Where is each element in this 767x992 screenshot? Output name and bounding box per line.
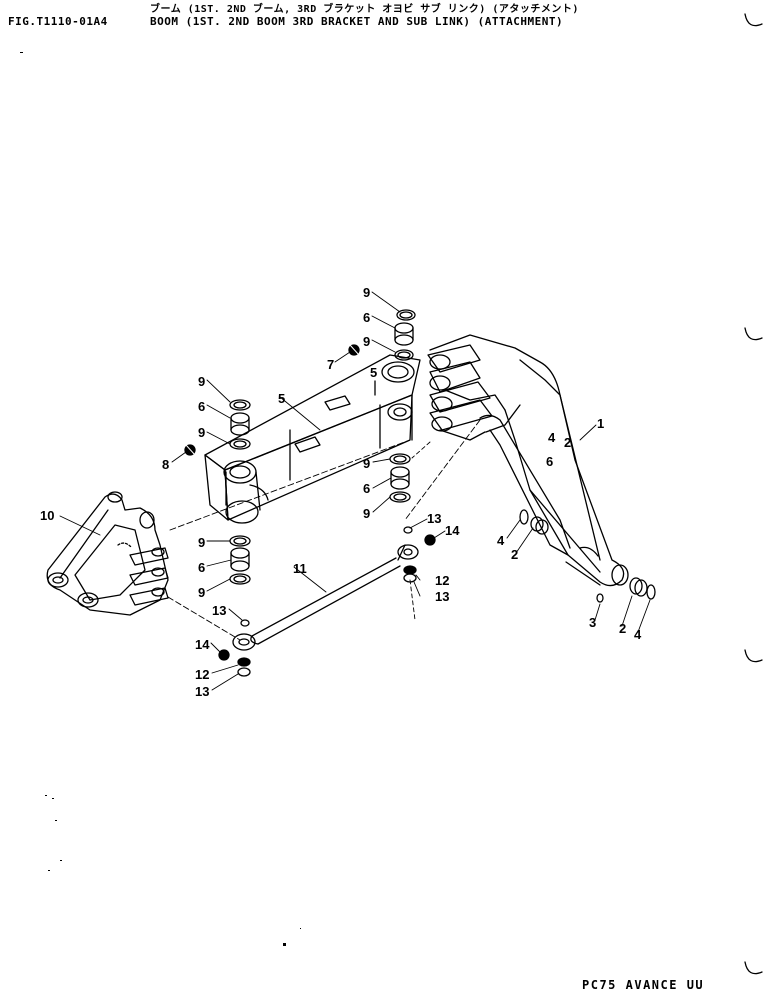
callout-8: 8 [162, 457, 169, 472]
callout-5: 5 [278, 391, 285, 406]
callout-9-left-3: 9 [198, 535, 205, 550]
callout-13-left-top: 13 [212, 603, 226, 618]
part-1-first-boom: 4 2 6 [427, 334, 629, 587]
stack-left-upper-bushings [229, 399, 251, 450]
stack-top-bushings [394, 309, 416, 361]
svg-text:4: 4 [548, 430, 556, 445]
callout-2-upper: 2 [511, 547, 518, 562]
scan-specks [20, 52, 301, 946]
boom-foot-pins [519, 509, 656, 603]
svg-text:6: 6 [546, 454, 553, 469]
callout-labels: 1 2 2 3 4 4 5 6 6 6 6 7 8 9 9 9 9 9 9 9 … [40, 285, 642, 699]
footer-model: PC75 AVANCE UU [582, 978, 705, 992]
callout-6-right: 6 [363, 481, 370, 496]
callout-2-lower: 2 [619, 621, 626, 636]
grease-fittings [184, 344, 360, 456]
binder-marks [744, 13, 763, 975]
callout-9-right-1: 9 [363, 456, 370, 471]
callout-9-top-2: 9 [363, 334, 370, 349]
callout-9-left-1: 9 [198, 374, 205, 389]
svg-text:5: 5 [370, 365, 377, 380]
callout-9-left-2: 9 [198, 425, 205, 440]
callout-9-right-2: 9 [363, 506, 370, 521]
callout-13-right-top: 13 [427, 511, 441, 526]
callout-6-left-lower: 6 [198, 560, 205, 575]
callout-12-right: 12 [435, 573, 449, 588]
callout-7: 7 [327, 357, 334, 372]
title-english: BOOM (1ST. 2ND BOOM 3RD BRACKET AND SUB … [150, 15, 564, 28]
callout-14-right: 14 [445, 523, 460, 538]
leader-lines [59, 291, 651, 691]
callout-3: 3 [589, 615, 596, 630]
callout-1: 1 [597, 416, 604, 431]
callout-9-top-1: 9 [363, 285, 370, 300]
figure-id: FIG.T1110-01A4 [8, 15, 108, 28]
callout-13-right-bottom: 13 [435, 589, 449, 604]
stack-left-lower-bushings [229, 535, 251, 585]
callout-4-lower: 4 [634, 627, 642, 642]
title-japanese: ブーム (1ST. 2ND ブーム, 3RD ブラケット オヨビ サブ リンク)… [150, 4, 579, 15]
callout-4-upper: 4 [497, 533, 505, 548]
callout-14-left: 14 [195, 637, 210, 652]
callout-9-left-4: 9 [198, 585, 205, 600]
link-pin-parts [218, 526, 436, 677]
part-5-second-boom: 5 [204, 354, 421, 524]
callout-12-left: 12 [195, 667, 209, 682]
svg-text:2: 2 [564, 435, 571, 450]
part-11-sub-link [232, 544, 419, 651]
callout-11: 11 [293, 561, 307, 576]
callout-13-left-bottom: 13 [195, 684, 209, 699]
callout-6-left-upper: 6 [198, 399, 205, 414]
callout-10: 10 [40, 508, 54, 523]
callout-6-top: 6 [363, 310, 370, 325]
part-10-bracket [46, 491, 169, 616]
stack-right-bushings [389, 453, 411, 503]
